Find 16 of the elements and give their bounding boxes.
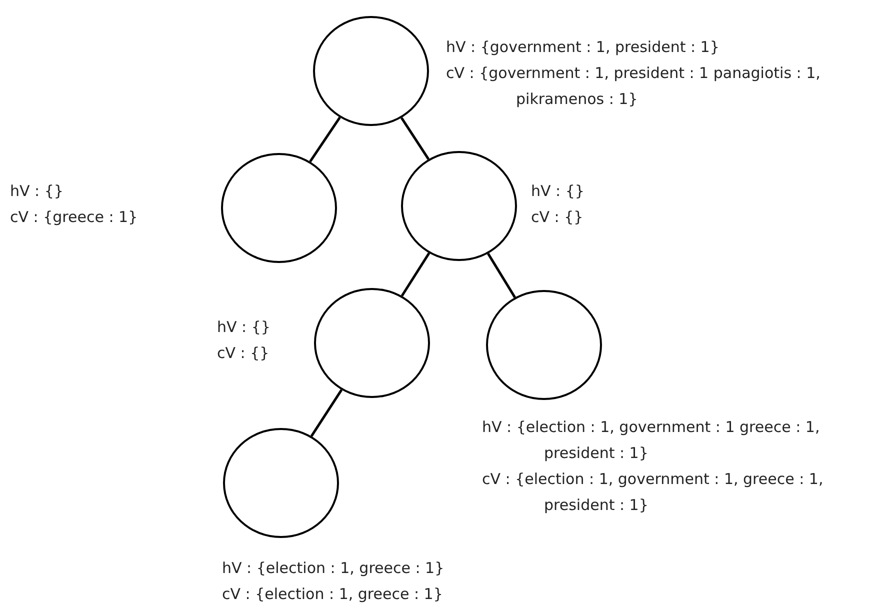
- connector-line: [400, 117, 430, 160]
- node-annotation: hV : {}: [217, 317, 272, 338]
- node-annotation: cV : {}: [217, 343, 270, 364]
- connector-line: [487, 252, 516, 298]
- node-annotation: hV : {}: [531, 181, 586, 202]
- node-annotation: cV : {greece : 1}: [10, 207, 139, 228]
- node-annotation: hV : {election : 1, greece : 1}: [222, 558, 446, 579]
- connector-line: [400, 252, 430, 297]
- node-annotation: cV : {election : 1, government : 1, greece : 1, president : 1}: [482, 469, 824, 516]
- connector-line: [310, 389, 343, 437]
- node-annotation: cV : {government : 1, president : 1 panagiotis : 1, pikramenos : 1}: [446, 63, 822, 110]
- node-annotation: cV : {}: [531, 207, 584, 228]
- node-annotation: cV : {election : 1, greece : 1}: [222, 584, 444, 605]
- connector-line: [309, 116, 341, 162]
- node-annotation: hV : {government : 1, president : 1}: [446, 37, 720, 58]
- node-annotation: hV : {}: [10, 181, 64, 202]
